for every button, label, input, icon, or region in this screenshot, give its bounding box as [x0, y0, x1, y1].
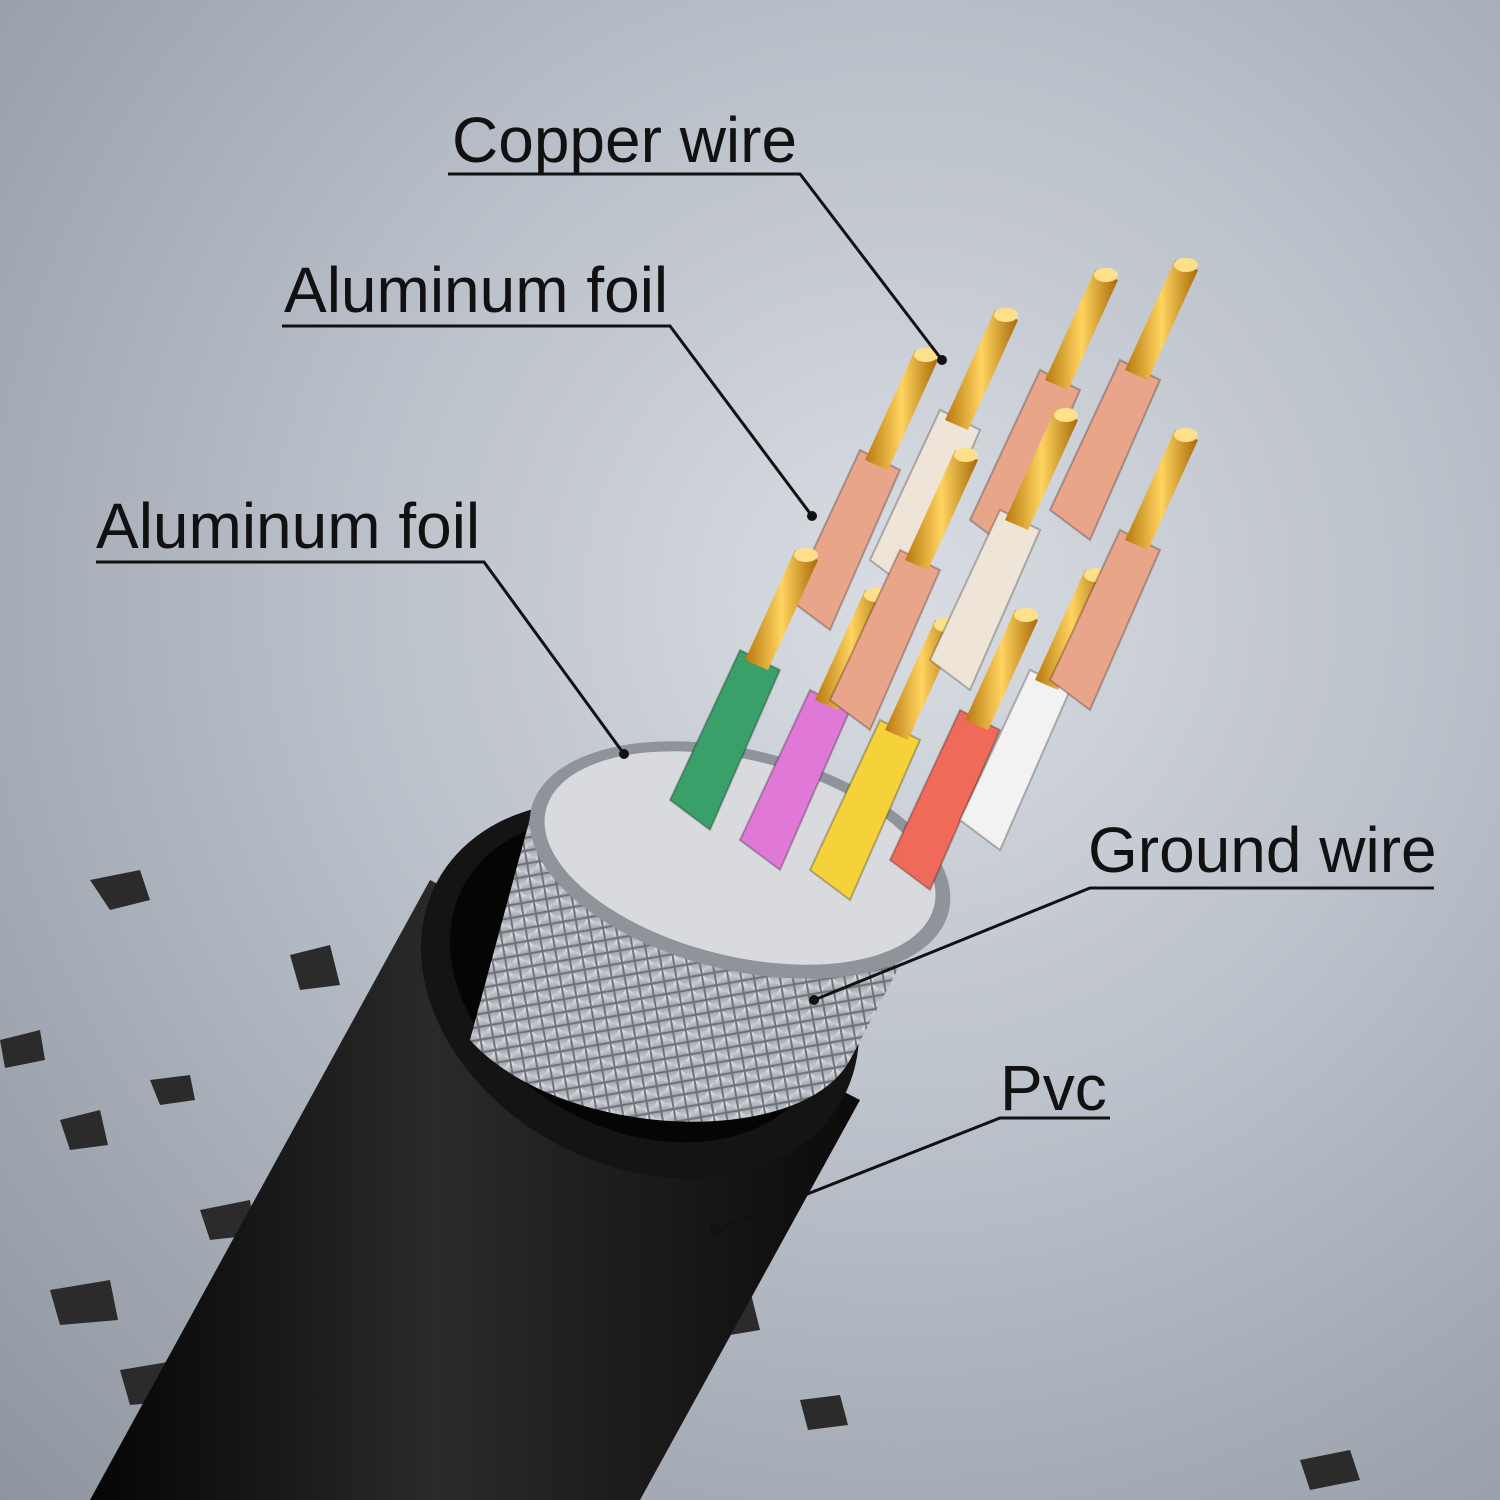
- conductor: [1048, 428, 1198, 712]
- conductor-bundle: [668, 258, 1198, 902]
- leader-line-aluminum-foil-2: [96, 560, 626, 755]
- label-aluminum-foil-top: Aluminum foil: [284, 254, 669, 326]
- leader-line-copper-wire: [448, 172, 944, 361]
- conductor: [668, 548, 818, 832]
- conductor: [828, 448, 978, 732]
- label-aluminum-foil-bottom: Aluminum foil: [96, 490, 481, 562]
- leader-line-ground-wire: [813, 886, 1434, 1002]
- label-ground-wire: Ground wire: [1088, 814, 1437, 886]
- label-pvc: Pvc: [1000, 1052, 1107, 1124]
- conductor: [888, 608, 1038, 892]
- conductor: [868, 308, 1018, 592]
- leader-dots: [619, 355, 947, 1236]
- leader-line-aluminum-foil-1: [282, 324, 814, 517]
- conductor: [1048, 258, 1198, 542]
- leader-line-pvc: [715, 1116, 1110, 1232]
- leader-lines: [96, 172, 1434, 1232]
- conductor: [788, 348, 938, 632]
- conductor: [928, 408, 1078, 692]
- label-copper-wire: Copper wire: [452, 104, 798, 176]
